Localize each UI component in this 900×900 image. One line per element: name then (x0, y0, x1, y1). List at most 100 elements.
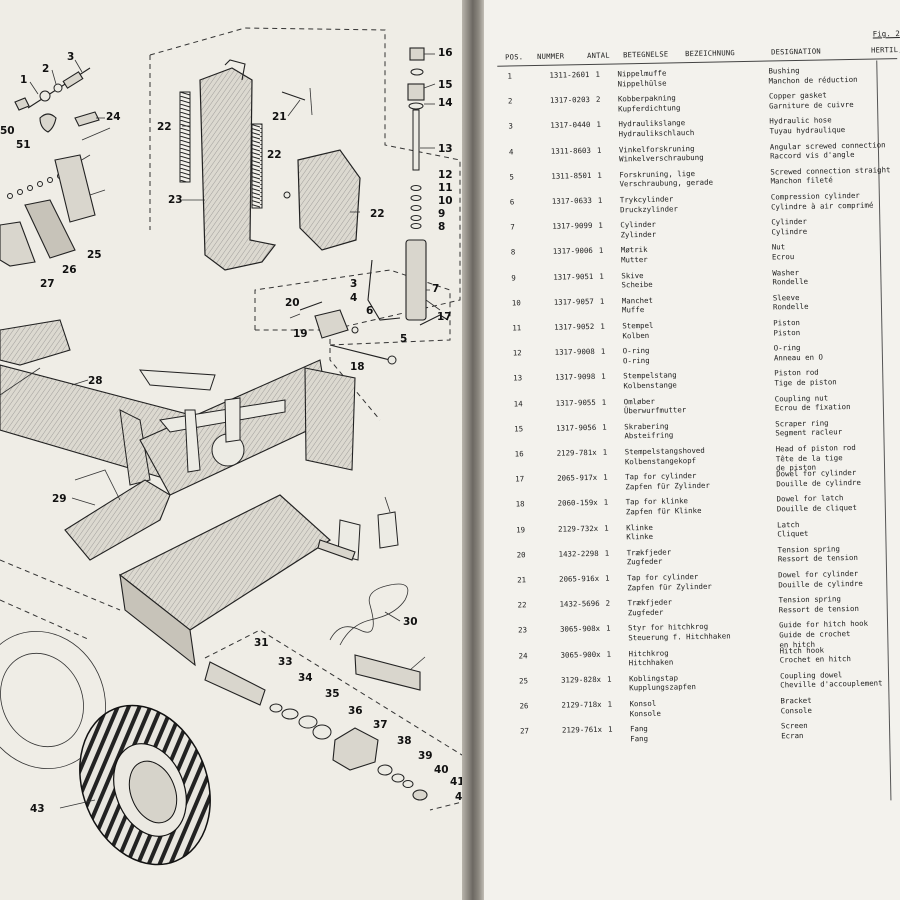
pin-18 (329, 344, 391, 361)
cell-part-number: 1317-9098 (555, 372, 596, 383)
tire-47 (79, 704, 211, 866)
guide-23 (297, 149, 361, 251)
cell-german: Zapfen für Zylinder (625, 480, 710, 492)
callout-18: 18 (350, 361, 365, 373)
cell-quantity: 1 (601, 372, 606, 382)
cell-part-number: 1317-9052 (554, 321, 595, 332)
cell-german: Klinke (626, 532, 654, 542)
cell-german: Druckzylinder (619, 203, 678, 215)
cell-french: Cliquet (777, 529, 809, 539)
cell-french: Manchon fileté (770, 175, 833, 186)
pin-21 (281, 91, 306, 101)
cell-danish: Trækfjeder (626, 547, 672, 558)
callout-29: 28 (88, 375, 103, 387)
hardware-cluster (14, 67, 111, 141)
callout-14: 14 (438, 97, 453, 109)
cell-danish: Stempel (622, 320, 654, 331)
bearing-37 (312, 724, 332, 740)
callout-23: 22 (370, 208, 385, 220)
callout-35: 34 (298, 672, 313, 684)
cell-part-number: 1317-0633 (551, 195, 592, 206)
cell-german: Steuerung f. Hitchhaken (628, 631, 731, 643)
cell-part-number: 3065-908x (559, 624, 601, 635)
cell-german: Zugfeder (626, 557, 663, 567)
cable-31 (329, 583, 409, 646)
cell-part-number: 1317-9057 (553, 296, 594, 307)
cell-danish: Klinke (626, 522, 653, 532)
cell-danish: Konsol (629, 698, 657, 709)
cell-part-number: 2065-917x (557, 473, 598, 483)
cell-french: Cheville d'accouplement (780, 678, 883, 690)
cell-french: Manchon de réduction (768, 74, 858, 86)
col-header-bezeichnung: BEZEICHNUNG (684, 48, 735, 59)
cell-french: Rondelle (772, 277, 809, 287)
cell-german: Hydraulikschlauch (618, 127, 695, 139)
cell-german: Scheibe (621, 280, 653, 290)
cell-french: Tuyau hydraulique (769, 125, 846, 136)
cell-german: Verschraubung, gerade (619, 178, 714, 189)
bar-51 (354, 654, 421, 691)
callout-31: 30 (403, 616, 418, 628)
callout-12: 12 (438, 169, 453, 181)
cell-french: Crochet en hitch (779, 654, 852, 665)
cell-french: Tige de piston (774, 377, 837, 388)
cell-part-number: 1432-2298 (558, 548, 599, 559)
bracket-28 (0, 221, 36, 267)
cell-quantity: 1 (606, 674, 612, 684)
callout-3b: 3 (350, 278, 357, 290)
cell-german: Zylinder (620, 229, 657, 240)
cell-quantity: 1 (601, 397, 607, 407)
callout-labels: 3 2 1 50 51 24 25 26 27 22 22 21 23 22 1… (0, 47, 470, 815)
cell-french: Ressort de tension (777, 553, 858, 564)
hydraulic-hose-3 (367, 259, 401, 321)
cell-part-number: 1317-9099 (552, 221, 593, 231)
callout-10: 10 (438, 195, 453, 207)
cell-quantity: 1 (607, 724, 613, 734)
callout-22a: 22 (157, 121, 172, 133)
cell-french: Anneau en O (773, 352, 823, 363)
cell-german: O-ring (622, 355, 650, 366)
callout-3: 3 (67, 51, 74, 63)
cell-quantity: 1 (604, 523, 609, 533)
callout-15: 15 (438, 79, 453, 91)
col-header-designation: DESIGNATION (770, 46, 821, 57)
callout-13: 13 (438, 143, 453, 155)
cell-part-number: 2129-761x (561, 725, 603, 735)
cell-french: Piston (773, 327, 801, 338)
cell-part-number: 2060-159x (557, 498, 598, 509)
cell-german: Zapfen für Zylinder (627, 581, 712, 592)
cell-german: Kupferdichtung (618, 103, 681, 114)
cell-quantity: 1 (596, 120, 601, 130)
callout-27: 26 (62, 264, 77, 276)
cell-quantity: 1 (602, 422, 607, 432)
callout-4: 4 (350, 292, 357, 304)
cell-german: Hitchhaken (628, 657, 674, 668)
callout-41: 40 (434, 764, 449, 776)
col-header-nummer: NUMMER (537, 51, 565, 61)
hydraulic-cylinder-assembly (405, 47, 449, 326)
cell-part-number: 1317-9051 (553, 271, 594, 282)
callout-47: 43 (30, 803, 45, 815)
exploded-parts-diagram: 3 2 1 50 51 24 25 26 27 22 22 21 23 22 1… (0, 27, 470, 866)
bracket-27 (24, 199, 76, 259)
cell-german: Kolben (622, 330, 650, 340)
cell-german: Zugfeder (627, 607, 664, 618)
cell-english: Sleeve (772, 292, 800, 303)
callout-22b: 22 (267, 149, 282, 161)
callout-6: 6 (366, 305, 373, 317)
callout-7: 7 (432, 283, 439, 295)
cell-part-number: 1317-0203 (549, 95, 591, 105)
callout-8: 8 (438, 221, 445, 233)
cell-french: Douille de cylindre (776, 477, 861, 489)
cell-german: Mutter (620, 254, 648, 265)
cell-quantity: 1 (606, 649, 612, 659)
cell-quantity: 2 (605, 598, 611, 608)
